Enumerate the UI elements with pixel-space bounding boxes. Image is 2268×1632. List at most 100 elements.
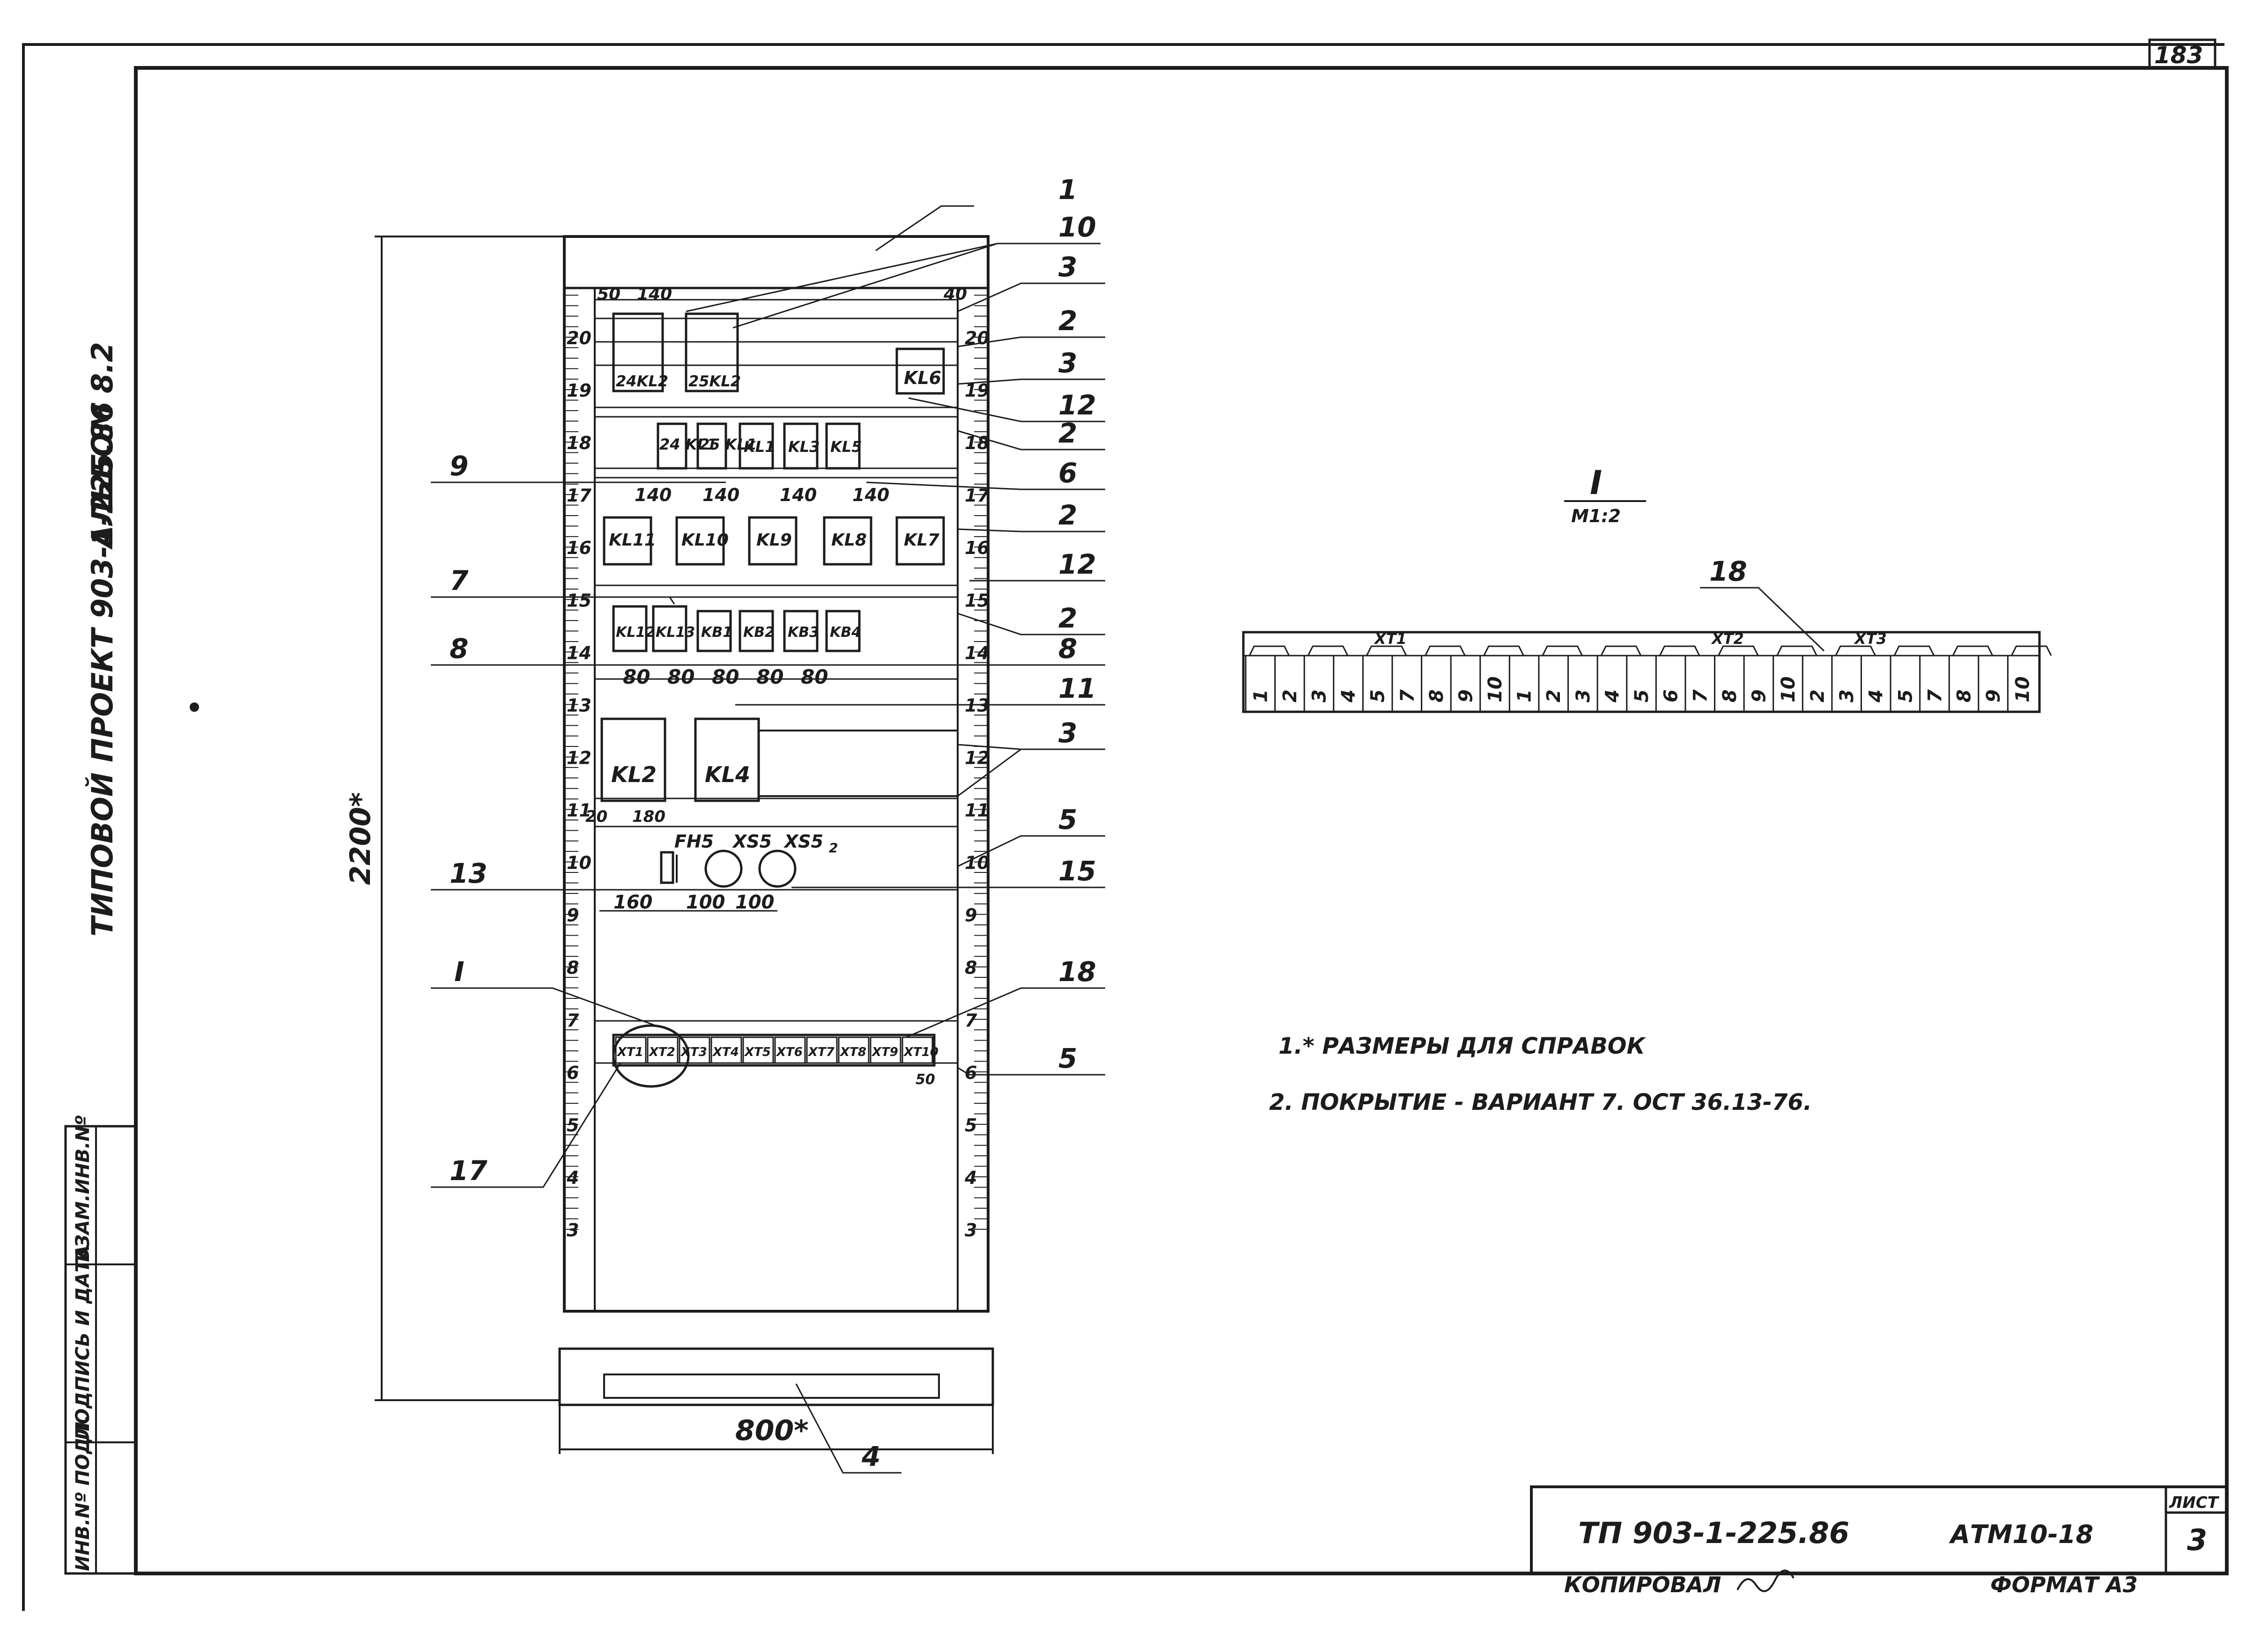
detail-group-xt1: XT1 (1374, 630, 1407, 648)
detail-title: I (1590, 464, 1602, 502)
rail-mark-right: 7 (965, 1010, 977, 1031)
terminal-block (615, 1036, 647, 1064)
dim-row6-100b: 100 (735, 892, 775, 913)
device-24kl2: 24KL2 (616, 372, 668, 390)
title-copied: КОПИРОВАЛ (1564, 1572, 1721, 1597)
terminal-block (901, 1036, 933, 1064)
dim-row2-4: 140 (852, 485, 889, 505)
callout-leaders-right (686, 205, 1105, 1076)
rail-mark-left: 8 (567, 958, 579, 978)
rail-mark-left: 18 (567, 433, 591, 453)
terminal-label: XT7 (807, 1045, 835, 1059)
row3-relays (603, 516, 945, 566)
callout-right-11: 11 (1058, 672, 1096, 704)
stamp-inv-no: ИНВ.Nº ПОДЛ. (72, 1415, 94, 1571)
rail-mark-right: 5 (965, 1115, 977, 1136)
rail-mark-right: 16 (965, 538, 990, 558)
detail-clamp (1307, 645, 1349, 656)
rail-mark-left: 14 (567, 642, 591, 663)
callout-right-6: 6 (1058, 457, 1077, 489)
callout-right-2: 2 (1058, 499, 1077, 531)
detail-clamp (2011, 645, 2052, 656)
title-format: ФОРМАТ А3 (1990, 1572, 2138, 1597)
rail-mark-right: 4 (964, 1167, 977, 1188)
dim-row4-1: 80 (623, 665, 650, 688)
detail-terminal-number: 7 (1690, 689, 1711, 702)
row6-sockets (599, 849, 797, 912)
device-25kl1: 25 KL1 (699, 436, 757, 453)
callout-right-2: 2 (1058, 305, 1077, 337)
device-24kl1: 24 KL1 (659, 436, 717, 453)
dim-top-40: 40 (943, 285, 967, 304)
detail-terminal-number: 5 (1631, 689, 1653, 702)
rail-mark-right: 17 (965, 485, 990, 506)
device-25kl2: 25KL2 (688, 372, 741, 390)
dim-row5-20: 20 (585, 807, 607, 826)
terminal-label: XT6 (776, 1045, 803, 1059)
rail-mark-left: 10 (567, 853, 591, 873)
dim-row4-5: 80 (801, 665, 828, 688)
terminal-label: XT10 (903, 1045, 938, 1059)
dim-row4-2: 80 (667, 665, 694, 688)
detail-clamp (1425, 645, 1466, 656)
callout-right-10: 10 (1058, 211, 1096, 243)
rail-mark-right: 3 (965, 1220, 977, 1241)
detail-terminal-number: 8 (1719, 689, 1741, 702)
device-kl4: KL4 (705, 762, 750, 787)
callout-13: 13 (450, 857, 488, 889)
callout-9: 9 (450, 450, 468, 482)
detail-clamp (1952, 645, 1994, 656)
callout-right-3: 3 (1058, 251, 1077, 283)
project-side-label: ТИПОВОЙ ПРОЕКТ 903-1-225.86 (85, 402, 119, 937)
device-kl10: KL10 (681, 531, 729, 550)
cabinet-width-dim: 800* (735, 1414, 809, 1447)
rail-mark-left: 15 (567, 590, 591, 611)
stamp-replaced-inv: ВЗАМ.ИНВ.Nº (72, 1115, 94, 1262)
detail-terminal-number: 9 (1983, 689, 2004, 702)
device-kl6: KL6 (904, 368, 941, 388)
detail-callout-18: 18 (1709, 555, 1747, 587)
device-kl1: KL1 (744, 438, 775, 456)
title-sheet-label: ЛИСТ (2169, 1493, 2220, 1512)
copier-signature (1736, 1569, 1795, 1592)
device-kl12: KL12 (616, 624, 655, 641)
fuse-fh5-label: FH5 (674, 831, 714, 852)
sheet-number: 183 (2154, 42, 2203, 69)
callout-right-1: 1 (1058, 174, 1077, 206)
detail-scale: М1:2 (1571, 506, 1621, 526)
detail-clamp (1249, 645, 1290, 656)
callout-right-18: 18 (1058, 956, 1096, 988)
stamp-signature-date: ПОДПИСЬ И ДАТА (72, 1245, 94, 1440)
device-kl2: KL2 (611, 762, 657, 787)
dim-row4-4: 80 (756, 665, 783, 688)
terminal-block (838, 1036, 870, 1064)
row4-relays (612, 605, 861, 652)
rail-mark-right: 12 (965, 747, 990, 768)
terminal-block (679, 1036, 710, 1064)
row2-relays (657, 422, 861, 470)
dim-row5-180: 180 (632, 807, 665, 826)
detail-terminal-number: 8 (1426, 689, 1448, 702)
title-doc-code: АТМ10-18 (1949, 1520, 2093, 1549)
rail-mark-left: 17 (567, 485, 591, 506)
row1-relays (612, 312, 945, 395)
detail-terminal-number: 3 (1836, 689, 1858, 702)
callout-4: 4 (861, 1440, 880, 1472)
dim-row2-1: 140 (635, 485, 672, 505)
rail-mark-right: 14 (965, 642, 990, 663)
callout-i: I (454, 956, 465, 988)
title-sheet-value: 3 (2187, 1523, 2207, 1557)
detail-clamp (1600, 645, 1642, 656)
overall-dimensions (375, 236, 994, 1454)
terminal-label: XT3 (680, 1045, 707, 1059)
detail-terminal-number: 2 (1807, 689, 1829, 702)
dim-top-140: 140 (637, 285, 672, 304)
detail-terminal-number: 4 (1602, 689, 1623, 703)
terminal-block (647, 1036, 679, 1064)
callout-right-5: 5 (1058, 804, 1077, 835)
detail-terminal-number: 8 (1954, 689, 1975, 702)
callout-4-leader (795, 1383, 901, 1474)
callout-8: 8 (450, 633, 468, 665)
